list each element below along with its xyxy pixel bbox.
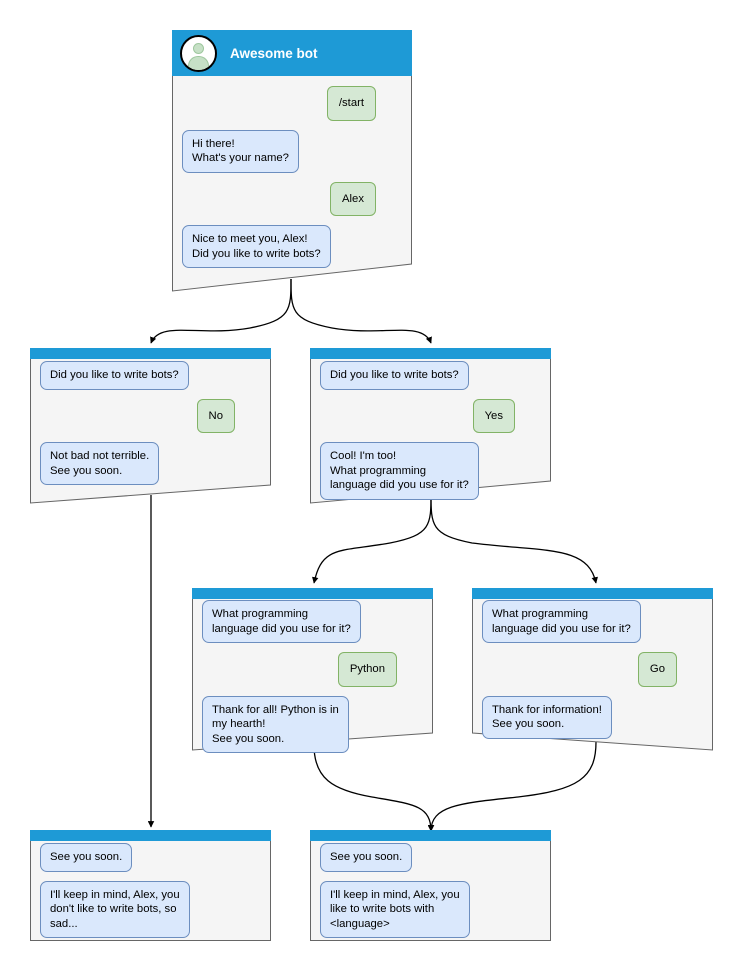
user-message-bubble[interactable]: No xyxy=(196,398,235,433)
chat-window-end-sad[interactable]: See you soon. I'll keep in mind, Alex, y… xyxy=(30,830,271,941)
message-row: Alex xyxy=(182,181,402,216)
message-row: /start xyxy=(182,86,402,121)
window-header-bar xyxy=(30,830,271,841)
message-list-go-branch: What programming language did you use fo… xyxy=(472,600,713,748)
message-row: Go xyxy=(482,652,703,687)
bot-message-bubble: Thank for information! See you soon. xyxy=(482,695,612,739)
chat-window-yes-branch[interactable]: Did you like to write bots? Yes Cool! I'… xyxy=(310,348,551,504)
bot-message-bubble: What programming language did you use fo… xyxy=(482,600,641,643)
message-row: No xyxy=(40,398,261,433)
message-list-root: /start Hi there! What's your name? Alex … xyxy=(172,86,412,277)
message-row: Not bad not terrible. See you soon. xyxy=(40,442,261,485)
bot-message-bubble: What programming language did you use fo… xyxy=(202,600,361,643)
message-row: Yes xyxy=(320,398,541,433)
bot-message-bubble: I'll keep in mind, Alex, you don't like … xyxy=(40,880,190,938)
message-row: Hi there! What's your name? xyxy=(182,129,402,173)
user-message-bubble[interactable]: Python xyxy=(337,652,397,687)
edge-go-to-end-happy xyxy=(427,741,597,832)
message-list-no-branch: Did you like to write bots? No Not bad n… xyxy=(30,361,271,494)
bot-message-bubble: Not bad not terrible. See you soon. xyxy=(40,442,160,485)
user-message-bubble[interactable]: /start xyxy=(326,86,376,121)
message-list-end-sad: See you soon. I'll keep in mind, Alex, y… xyxy=(30,843,271,947)
message-list-python-branch: What programming language did you use fo… xyxy=(192,600,433,762)
message-row: What programming language did you use fo… xyxy=(202,600,423,643)
window-header-bar xyxy=(192,588,433,599)
bot-message-bubble: Cool! I'm too! What programming language… xyxy=(320,442,479,500)
chat-window-go-branch[interactable]: What programming language did you use fo… xyxy=(472,588,713,751)
user-message-bubble[interactable]: Yes xyxy=(472,398,515,433)
window-header-bar xyxy=(30,348,271,359)
bot-message-bubble: Did you like to write bots? xyxy=(40,361,189,390)
message-row: Thank for information! See you soon. xyxy=(482,695,703,739)
bot-message-bubble: I'll keep in mind, Alex, you like to wri… xyxy=(320,880,470,938)
message-row: I'll keep in mind, Alex, you don't like … xyxy=(40,880,261,938)
bot-message-bubble: Thank for all! Python is in my hearth! S… xyxy=(202,695,349,753)
chat-window-root[interactable]: Awesome bot /start Hi there! What's your… xyxy=(172,30,412,292)
message-list-end-happy: See you soon. I'll keep in mind, Alex, y… xyxy=(310,843,551,947)
bot-message-bubble: See you soon. xyxy=(320,843,413,872)
message-row: Python xyxy=(202,652,423,687)
chat-window-no-branch[interactable]: Did you like to write bots? No Not bad n… xyxy=(30,348,271,504)
bot-message-bubble: Did you like to write bots? xyxy=(320,361,469,390)
message-row: See you soon. xyxy=(320,843,541,872)
bot-message-bubble: Nice to meet you, Alex! Did you like to … xyxy=(182,225,331,268)
bot-name-label: Awesome bot xyxy=(230,45,318,61)
message-row: See you soon. xyxy=(40,843,261,872)
chat-window-end-happy[interactable]: See you soon. I'll keep in mind, Alex, y… xyxy=(310,830,551,941)
bot-message-bubble: Hi there! What's your name? xyxy=(182,129,299,173)
chat-window-python-branch[interactable]: What programming language did you use fo… xyxy=(192,588,433,753)
message-list-yes-branch: Did you like to write bots? Yes Cool! I'… xyxy=(310,361,551,509)
window-header-bar xyxy=(310,830,551,841)
message-row: What programming language did you use fo… xyxy=(482,600,703,643)
window-header-bar xyxy=(472,588,713,599)
message-row: Did you like to write bots? xyxy=(320,361,541,390)
message-row: Thank for all! Python is in my hearth! S… xyxy=(202,695,423,753)
user-message-bubble[interactable]: Alex xyxy=(330,181,376,216)
window-header-bar xyxy=(310,348,551,359)
person-avatar-icon xyxy=(180,34,217,72)
message-row: Did you like to write bots? xyxy=(40,361,261,390)
bot-message-bubble: See you soon. xyxy=(40,843,133,872)
user-message-bubble[interactable]: Go xyxy=(637,652,677,687)
message-row: I'll keep in mind, Alex, you like to wri… xyxy=(320,880,541,938)
window-header-root: Awesome bot xyxy=(172,30,412,76)
message-row: Cool! I'm too! What programming language… xyxy=(320,442,541,500)
message-row: Nice to meet you, Alex! Did you like to … xyxy=(182,225,402,268)
